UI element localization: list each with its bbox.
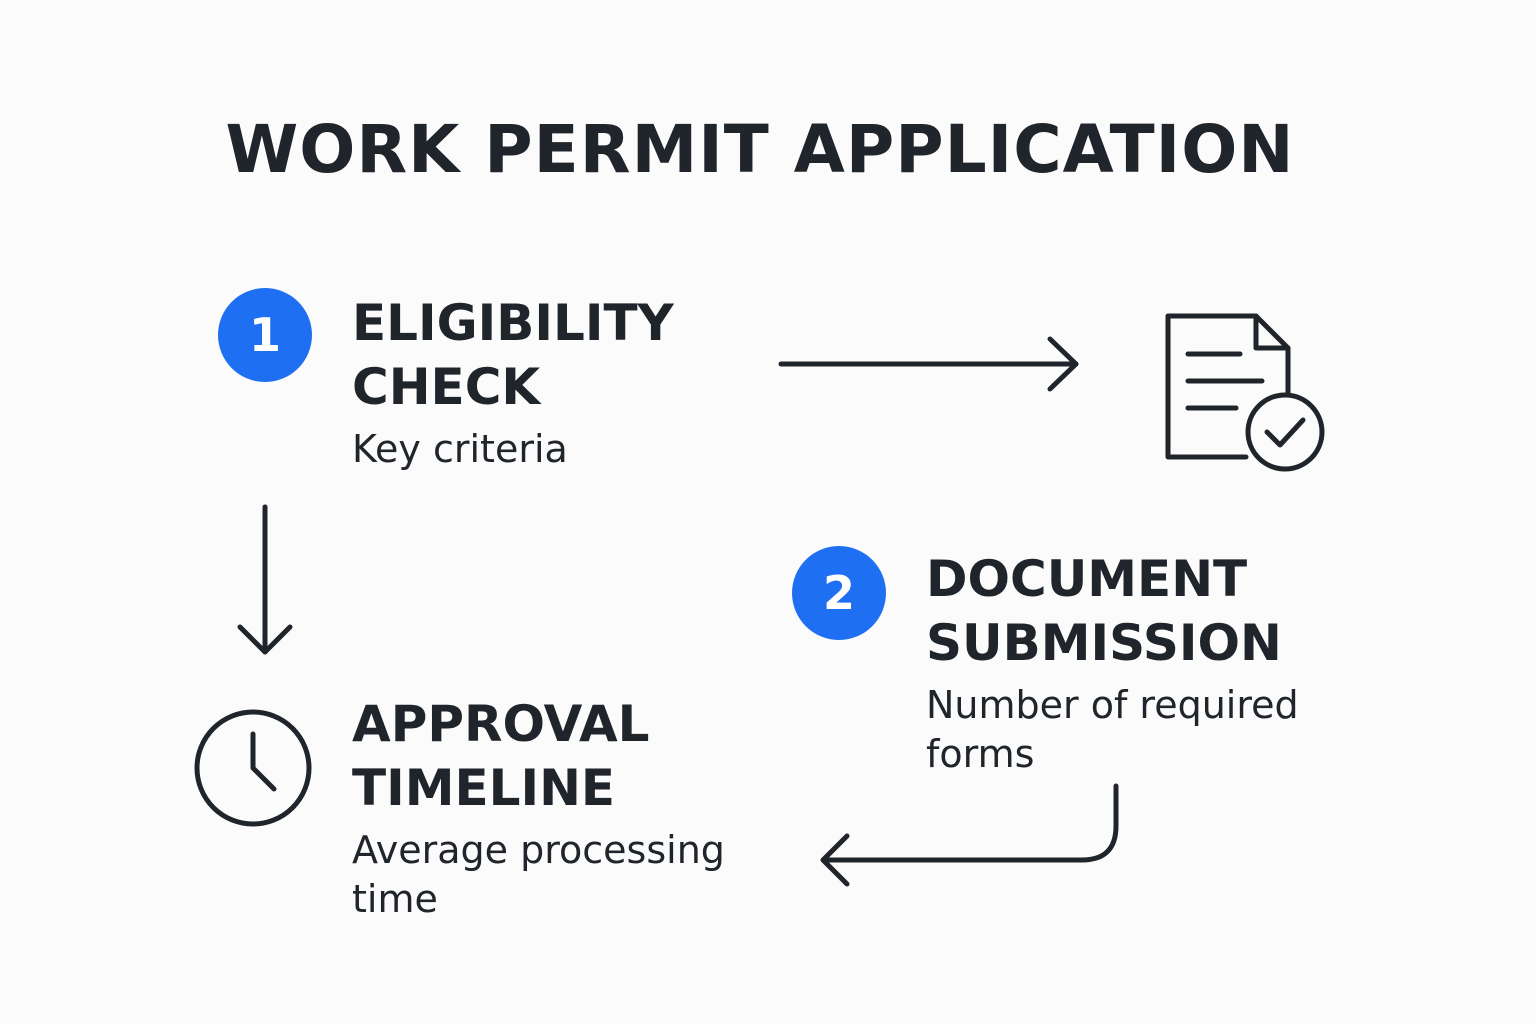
arrow-down-icon [237, 504, 293, 655]
document-check-icon [1165, 313, 1325, 472]
clock-icon [194, 709, 312, 827]
step-2-badge: 2 [792, 546, 886, 640]
step-3-subtitle: Average processing time [352, 828, 725, 921]
step-2-heading: DOCUMENT SUBMISSION [926, 550, 1282, 672]
diagram-title: WORK PERMIT APPLICATION [225, 111, 1295, 188]
step-1-badge: 1 [218, 288, 312, 382]
step-3-heading: APPROVAL TIMELINE [352, 695, 650, 817]
step-1-heading: ELIGIBILITY CHECK [352, 294, 674, 416]
step-1-subtitle: Key criteria [352, 427, 568, 471]
arrow-curve-left-icon [820, 783, 1119, 887]
step-2-subtitle: Number of required forms [926, 683, 1299, 776]
arrow-right-icon [778, 336, 1079, 392]
